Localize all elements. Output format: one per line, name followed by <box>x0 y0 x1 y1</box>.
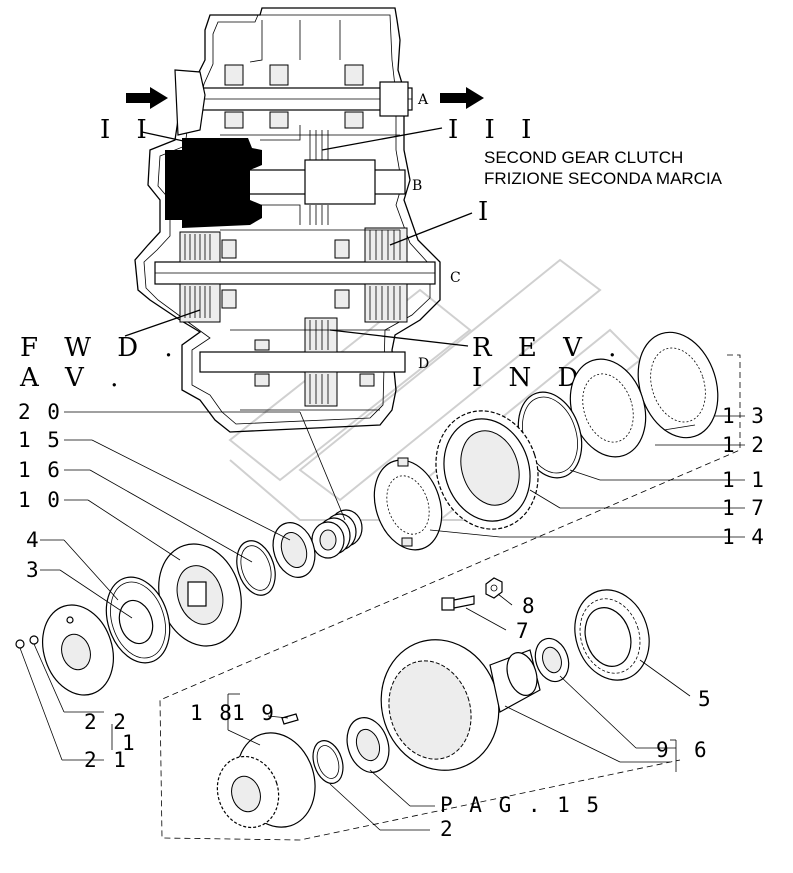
title-english: SECOND GEAR CLUTCH <box>484 148 683 167</box>
title-italian: FRIZIONE SECONDA MARCIA <box>484 169 723 188</box>
part-6-drum <box>380 639 541 771</box>
clutch-label-av: A V . <box>19 363 127 393</box>
shaft-label-b: B <box>412 178 422 194</box>
part-pag15-bearing <box>346 717 390 773</box>
callout-21: 2 1 <box>84 748 128 772</box>
part-18-gear <box>216 732 316 829</box>
callout-6: 6 <box>694 738 709 762</box>
callout-12: 1 2 <box>722 433 766 457</box>
callout-19: 1 9 <box>232 701 276 725</box>
part-21-ball <box>15 639 25 649</box>
callout-10: 1 0 <box>18 488 62 512</box>
callout-4: 4 <box>26 528 41 552</box>
part-10-piston <box>158 543 242 647</box>
part-2-snap-ring <box>312 740 344 784</box>
callout-16: 1 6 <box>18 458 62 482</box>
callout-18: 1 8 <box>190 701 234 725</box>
clutch-label-i: I <box>478 197 497 227</box>
shaft-label-c: C <box>450 270 461 286</box>
part-5-bearing <box>574 589 650 681</box>
callout-leaders <box>19 411 745 831</box>
callout-11: 1 1 <box>722 468 766 492</box>
shaft-label-a: A <box>417 92 429 108</box>
callout-2: 2 <box>440 817 455 841</box>
callout-22: 2 2 <box>84 710 128 734</box>
callout-20: 2 0 <box>18 400 62 424</box>
callout-17: 1 7 <box>722 496 766 520</box>
part-20-spring <box>311 509 363 559</box>
callout-2-pag: P A G . 1 5 <box>440 793 601 817</box>
callout-5: 5 <box>698 687 713 711</box>
part-7-bolt <box>441 595 475 611</box>
callout-15: 1 5 <box>18 428 62 452</box>
callout-13: 1 3 <box>722 404 766 428</box>
clutch-label-ii: I I <box>100 115 156 145</box>
transmission-section <box>126 7 484 433</box>
callout-14: 1 4 <box>722 525 766 549</box>
part-22-ball <box>29 635 39 645</box>
callout-3: 3 <box>26 558 41 582</box>
shaft-label-d: D <box>418 356 429 372</box>
input-arrow <box>126 87 168 109</box>
clutch-label-iii: I I I <box>448 115 540 145</box>
part-14-plate <box>373 457 443 551</box>
part-16-snap-ring <box>236 540 276 596</box>
part-17-gear <box>435 410 539 530</box>
callout-9: 9 <box>656 738 671 762</box>
part-19-pin <box>281 713 299 725</box>
part-3-seal <box>118 599 154 645</box>
clutch-label-fwd: F W D . <box>20 333 182 363</box>
callout-7: 7 <box>516 619 531 643</box>
part-8-nut <box>485 577 503 599</box>
callout-1: 1 <box>122 731 137 755</box>
callout-8: 8 <box>522 594 537 618</box>
part-13-disc <box>637 331 719 439</box>
part-1-hub <box>42 604 114 696</box>
clutch-label-rev: R E V . <box>472 333 625 363</box>
part-9-bearing <box>534 637 570 683</box>
output-arrow <box>440 87 484 109</box>
